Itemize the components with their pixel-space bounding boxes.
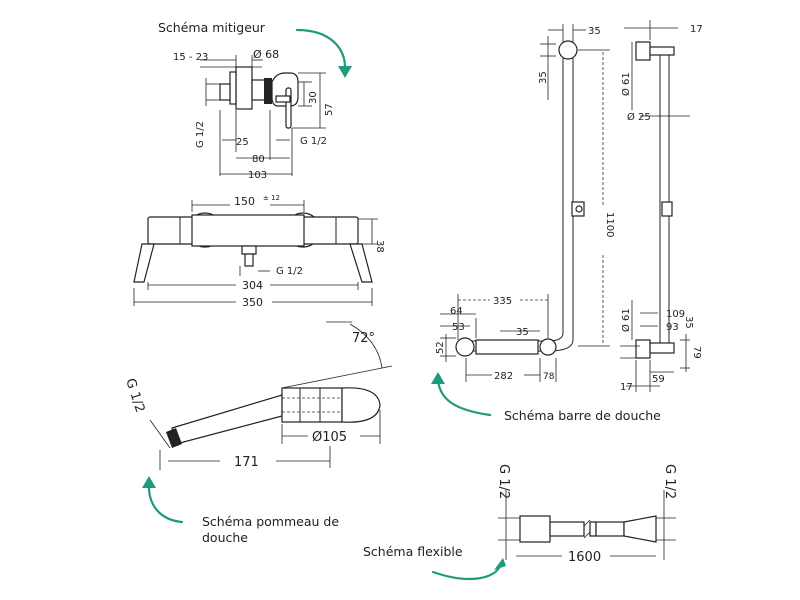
arrow-hose-head <box>494 558 506 570</box>
bar-left-bracket <box>455 337 475 357</box>
side-top-mount <box>635 41 651 61</box>
dim-304: 304 <box>242 279 263 292</box>
shower-bar-drawing: 35 35 1100 335 64 53 52 35 282 78 <box>435 20 703 393</box>
dim-diameter-105: Ø105 <box>312 430 347 445</box>
dim-64: 64 <box>450 306 463 317</box>
mixer-lever <box>285 87 292 129</box>
dim-78: 78 <box>543 372 555 382</box>
arrow-mixer <box>295 28 347 72</box>
dim-angle: 72° <box>352 331 375 346</box>
dim-r61-bot: Ø 61 <box>620 308 632 332</box>
hose-nut-left <box>519 515 551 543</box>
dim-350: 350 <box>242 296 263 309</box>
bar-corner <box>539 338 557 356</box>
dim-38: 38 <box>374 240 385 253</box>
handshower-head <box>281 387 343 423</box>
thermostat-leg-left <box>133 243 155 283</box>
dim-mixer-diameter: Ø 68 <box>253 48 279 61</box>
dim-1100: 1100 <box>604 212 615 237</box>
dim-103: 103 <box>248 170 267 181</box>
dim-r61-top: Ø 61 <box>620 72 632 96</box>
dim-r93: 93 <box>666 322 679 333</box>
bar-shelf <box>475 339 539 355</box>
handshower-connector <box>166 428 182 448</box>
label-handshower: Schéma pommeau de douche <box>202 514 340 545</box>
dim-150-tolerance: ± 12 <box>263 194 280 202</box>
side-slider <box>661 201 673 217</box>
dim-bar-35-mid: 35 <box>516 327 529 338</box>
hose-drawing: G 1/2 G 1/2 1600 <box>496 464 677 565</box>
dim-30: 30 <box>308 91 319 104</box>
handshower-drawing: 72° Ø105 171 G 1/2 <box>122 321 393 470</box>
handshower-handle <box>171 394 283 445</box>
arrow-bar <box>436 378 492 417</box>
dim-171: 171 <box>234 455 259 470</box>
dim-thermo-thread: G 1/2 <box>276 266 303 277</box>
dim-282: 282 <box>494 371 513 382</box>
dim-25: 25 <box>236 137 249 148</box>
dim-mixer-thread-right: G 1/2 <box>300 136 327 147</box>
arrow-mixer-head <box>338 66 352 78</box>
callout-arrows <box>142 28 506 580</box>
label-shower-bar: Schéma barre de douche <box>504 408 661 423</box>
arrow-handshower <box>147 482 184 524</box>
dim-shower-thread: G 1/2 <box>122 377 147 415</box>
arrow-bar-head <box>431 372 445 384</box>
dim-r25: Ø 25 <box>627 111 651 123</box>
arrow-handshower-head <box>142 476 156 488</box>
side-bottom-mount <box>635 339 651 359</box>
thermostat-drawing: 150 ± 12 38 G 1/2 304 350 <box>133 194 385 309</box>
dim-r109: 109 <box>666 309 685 320</box>
dim-150: 150 <box>234 195 255 208</box>
bar-top-bracket <box>558 40 578 60</box>
label-hose: Schéma flexible <box>363 544 463 559</box>
dim-335: 335 <box>493 296 512 307</box>
mixer-body <box>235 66 253 110</box>
dim-range: 15 - 23 <box>173 52 208 63</box>
dim-53: 53 <box>452 322 465 333</box>
arrow-hose <box>431 564 502 580</box>
dim-r17-top: 17 <box>690 24 703 35</box>
dim-r35: 35 <box>683 316 694 329</box>
dim-1600: 1600 <box>568 550 601 565</box>
dim-mixer-thread-left: G 1/2 <box>195 121 206 148</box>
dim-80: 80 <box>252 154 265 165</box>
dim-52: 52 <box>435 341 446 354</box>
thermostat-leg-right <box>349 243 373 283</box>
thermostat-center <box>191 214 305 247</box>
dim-r59: 59 <box>652 374 665 385</box>
dim-bar-35-top: 35 <box>588 26 601 37</box>
hose-cone-right <box>623 515 657 543</box>
dim-57: 57 <box>324 103 335 116</box>
dim-r17-bot: 17 <box>620 382 633 393</box>
dim-bar-35-side: 35 <box>538 71 549 84</box>
dim-r79: 79 <box>691 346 702 359</box>
dim-hose-thread-right: G 1/2 <box>662 464 677 499</box>
mixer-drawing: 15 - 23 Ø 68 G 1/2 30 57 25 G 1/2 80 103 <box>173 48 335 181</box>
label-mixer: Schéma mitigeur <box>158 20 265 35</box>
dim-hose-thread-left: G 1/2 <box>496 464 511 499</box>
